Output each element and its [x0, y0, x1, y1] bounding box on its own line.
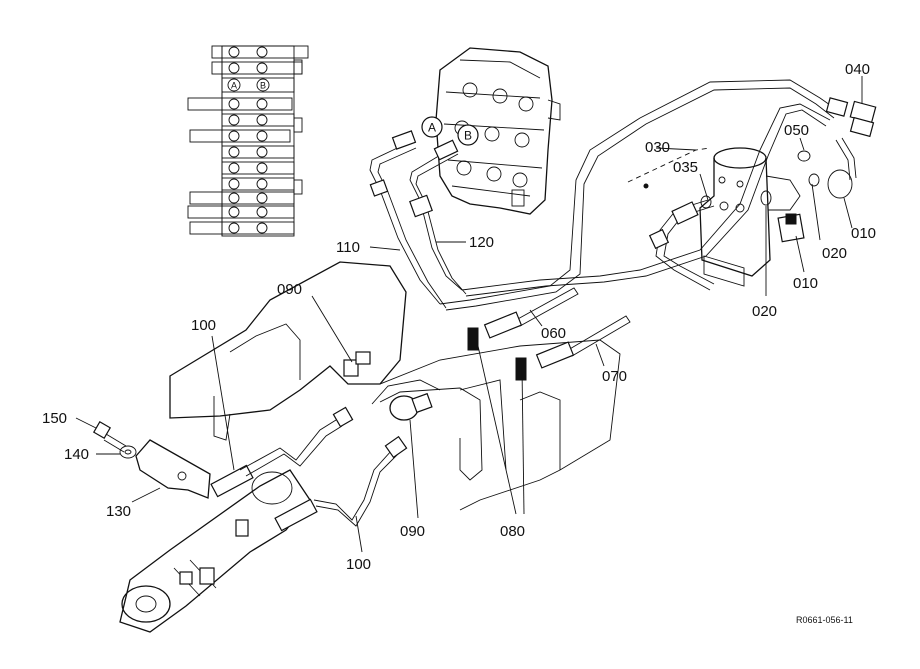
guard-plate-130: [135, 439, 211, 499]
control-valve-block: [435, 47, 561, 215]
hose-110: [369, 130, 447, 309]
inset-port-b-label: B: [260, 81, 266, 91]
callout-100-lower: 100: [346, 556, 371, 573]
point-030: [643, 183, 649, 189]
fitting-010-right: [808, 169, 853, 199]
long-pipes: [439, 79, 841, 311]
callout-035: 035: [673, 159, 698, 176]
cushion-valve-body: [648, 147, 801, 291]
valve-port-a-label: A: [428, 121, 436, 135]
bolt-150: [92, 420, 127, 453]
inset-port-circles: [228, 46, 268, 234]
callout-050: 050: [784, 122, 809, 139]
fitting-040: [825, 97, 877, 138]
callout-070: 070: [602, 368, 627, 385]
callout-010-right: 010: [851, 225, 876, 242]
callout-140: 140: [64, 446, 89, 463]
callout-030: 030: [645, 139, 670, 156]
leader-lines: [75, 76, 863, 553]
inset-port-a-label: A: [231, 81, 237, 91]
inset-port-b-marker: [256, 78, 270, 92]
callout-020-lower: 020: [752, 303, 777, 320]
callout-120: 120: [469, 234, 494, 251]
valve-port-a-marker: [421, 116, 443, 138]
callout-130: 130: [106, 503, 131, 520]
hose-120: [409, 139, 467, 295]
hose-100-lower: [274, 435, 408, 532]
drawing-code: R0661-056-11: [796, 615, 853, 625]
valve-inset-schematic: A B: [187, 45, 309, 237]
callout-100-upper: 100: [191, 317, 216, 334]
hose-100-upper: [210, 406, 354, 498]
hose-060: [467, 287, 579, 351]
callout-020-right: 020: [822, 245, 847, 262]
callout-110: 110: [336, 239, 360, 256]
callout-150: 150: [42, 410, 67, 427]
valve-port-b-label: B: [464, 129, 472, 143]
callout-090-upper: 090: [277, 281, 302, 298]
callout-080: 080: [500, 523, 525, 540]
valve-port-b-marker: [457, 124, 479, 146]
solenoid-010: [777, 213, 805, 243]
washer-140: [119, 445, 137, 459]
hose-070: [515, 315, 631, 381]
callout-010-solenoid: 010: [793, 275, 818, 292]
inset-port-a-marker: [227, 78, 241, 92]
inset-spool-rows: [187, 45, 309, 235]
hydraulic-cylinder: [119, 469, 311, 633]
fitting-090-lower: [371, 379, 441, 421]
callout-060: 060: [541, 325, 566, 342]
fitting-050: [797, 137, 857, 181]
callout-040: 040: [845, 61, 870, 78]
callout-090-lower: 090: [400, 523, 425, 540]
